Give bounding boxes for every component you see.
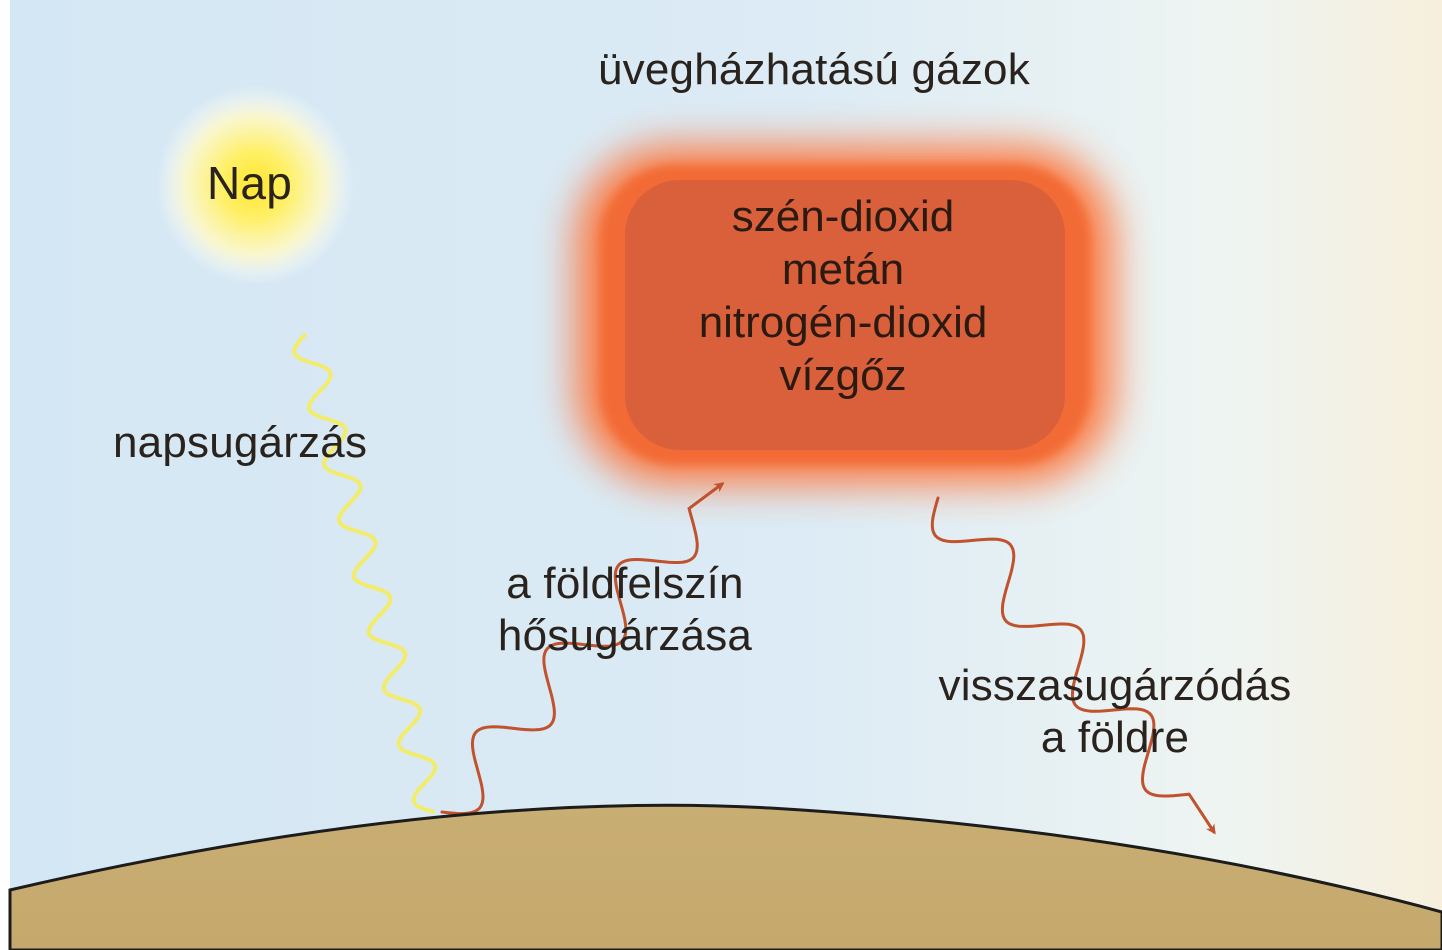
- page-margin: [0, 0, 10, 950]
- gas-item: szén-dioxid: [626, 190, 1060, 243]
- gas-item: vízgőz: [626, 349, 1060, 402]
- back-radiation-label: visszasugárzódás a földre: [905, 660, 1325, 764]
- gas-item: metán: [626, 243, 1060, 296]
- surface-radiation-label: a földfelszín hősugárzása: [470, 558, 780, 662]
- solar-radiation-label: napsugárzás: [113, 417, 367, 469]
- gas-item: nitrogén-dioxid: [626, 296, 1060, 349]
- greenhouse-gases-title: üvegházhatású gázok: [598, 44, 1030, 96]
- sun-label: Nap: [207, 157, 292, 209]
- gas-list: szén-dioxid metán nitrogén-dioxid vízgőz: [626, 190, 1060, 402]
